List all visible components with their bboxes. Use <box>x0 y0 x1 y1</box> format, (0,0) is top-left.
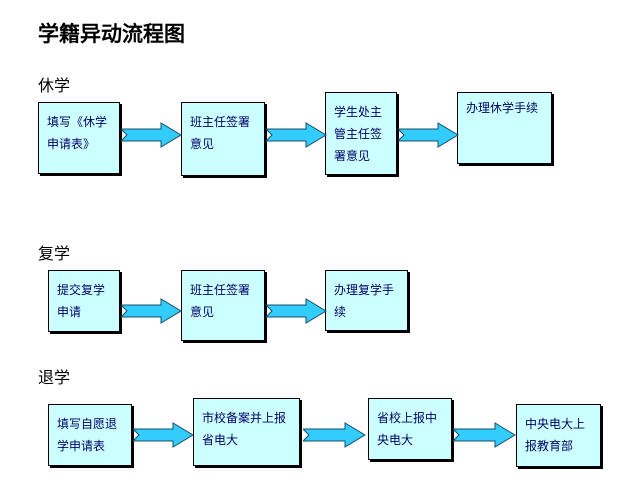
section-label-suspend: 休学 <box>38 76 71 95</box>
section-label-resume: 复学 <box>38 244 71 263</box>
arrow-right-icon <box>398 122 459 148</box>
step-withdraw-apply: 填写自愿退学申请表 <box>48 404 132 466</box>
step-resume-process: 办理复学手续 <box>325 270 408 331</box>
step-withdraw-central: 中央电大上报教育部 <box>516 404 601 467</box>
diagram-title: 学籍异动流程图 <box>38 21 185 46</box>
step-withdraw-city: 市校备案并上报省电大 <box>193 398 300 466</box>
arrow-right-icon <box>266 122 327 148</box>
step-suspend-teacher: 班主任签署意见 <box>181 102 265 176</box>
step-withdraw-province: 省校上报中央电大 <box>368 398 452 460</box>
arrow-right-icon <box>121 122 182 148</box>
step-suspend-office: 学生处主管主任签署意见 <box>325 92 397 175</box>
section-label-withdraw: 退学 <box>38 368 71 387</box>
step-suspend-apply: 填写《休学申请表》 <box>38 102 120 174</box>
arrow-right-icon <box>133 422 194 448</box>
step-suspend-process: 办理休学手续 <box>457 92 552 164</box>
arrow-right-icon <box>266 298 327 324</box>
step-resume-apply: 提交复学申请 <box>48 270 120 332</box>
arrow-right-icon <box>303 422 366 448</box>
arrow-right-icon <box>121 298 182 324</box>
arrow-right-icon <box>453 422 516 448</box>
step-resume-teacher: 班主任签署意见 <box>181 270 265 341</box>
